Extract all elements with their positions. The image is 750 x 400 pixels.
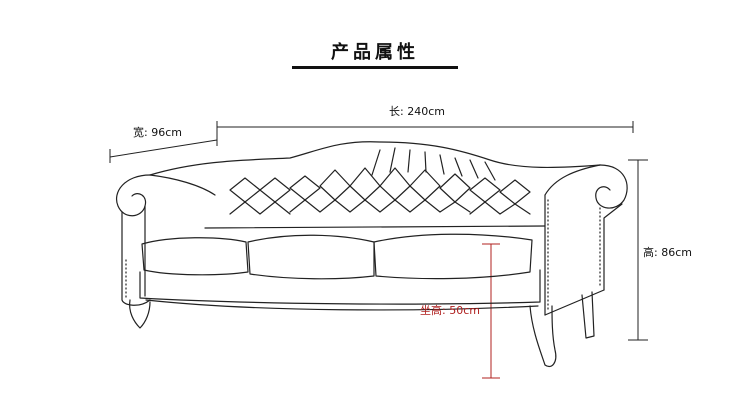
height-label: 高: 86cm [643,244,692,260]
length-dimension-line [216,121,634,133]
seat-height-dimension-line [482,243,500,379]
sofa-outline [116,141,628,368]
length-label: 长: 240cm [389,103,445,119]
height-dimension-line [628,159,648,341]
seat-height-label: 坐高: 50cm [420,304,480,317]
page-title: 产品属性 [331,42,419,63]
width-dimension-line [109,132,218,163]
title-underline [292,66,458,69]
width-label: 宽: 96cm [133,124,182,140]
